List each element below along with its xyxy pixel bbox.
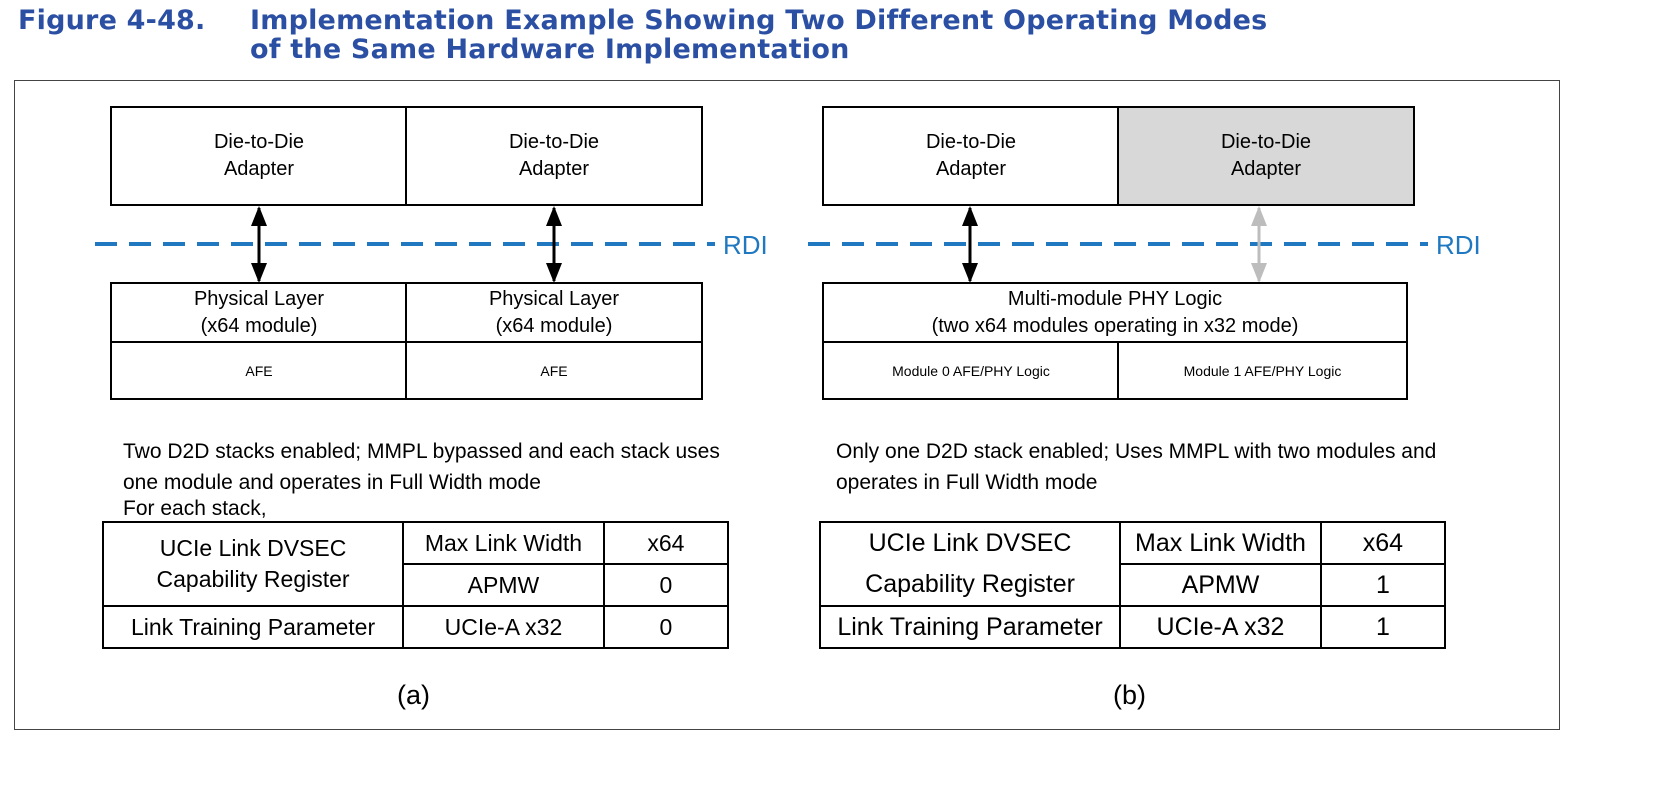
adapter-label-1: Die-to-Die bbox=[213, 131, 305, 153]
table-cell-ltp-value: 0 bbox=[602, 605, 730, 649]
reg-line-2: Capability Register bbox=[156, 566, 350, 592]
desc-line: one module and operates in Full Width mo… bbox=[123, 471, 541, 494]
reg-line-1: UCIe Link DVSEC bbox=[159, 535, 347, 561]
table-cell-register: UCIe Link DVSEC Capability Register bbox=[101, 521, 405, 607]
phy-label-1: Physical Layer bbox=[193, 287, 325, 310]
adapter-label-2: Adapter bbox=[518, 158, 590, 180]
afe-label: AFE bbox=[245, 362, 273, 379]
afe-a-left: AFE bbox=[110, 341, 408, 400]
figure-title-line1: Implementation Example Showing Two Diffe… bbox=[250, 5, 1268, 36]
adapter-label-2: Adapter bbox=[223, 158, 295, 180]
mmpl-label-2: (two x64 modules operating in x32 mode) bbox=[931, 314, 1299, 337]
table-cell-register: UCIe Link DVSEC Capability Register bbox=[818, 521, 1122, 607]
table-cell-max-link-width-value: x64 bbox=[602, 521, 730, 565]
phy-label-2: (x64 module) bbox=[200, 314, 318, 337]
phy-label-2: (x64 module) bbox=[495, 314, 613, 337]
phy-layer-a-left: Physical Layer (x64 module) bbox=[110, 282, 408, 343]
adapter-label-2: Adapter bbox=[1230, 158, 1302, 180]
adapter-label-1: Die-to-Die bbox=[508, 131, 600, 153]
figure-title: Figure 4-48. Implementation Example Showi… bbox=[18, 6, 1267, 64]
module1-label: Module 1 AFE/PHY Logic bbox=[1183, 362, 1342, 379]
desc-line: Only one D2D stack enabled; Uses MMPL wi… bbox=[836, 440, 1437, 463]
adapter-label-1: Die-to-Die bbox=[1220, 131, 1312, 153]
mmpl-label-1: Multi-module PHY Logic bbox=[1007, 287, 1223, 310]
afe-a-right: AFE bbox=[405, 341, 703, 400]
table-cell-apmw-value: 0 bbox=[602, 563, 730, 607]
desc-line: Two D2D stacks enabled; MMPL bypassed an… bbox=[123, 440, 720, 463]
caption-a: (a) bbox=[397, 680, 430, 710]
adapter-label-1: Die-to-Die bbox=[925, 131, 1017, 153]
table-cell-max-link-width: Max Link Width bbox=[402, 521, 605, 565]
afe-label: AFE bbox=[540, 362, 568, 379]
phy-layer-a-right: Physical Layer (x64 module) bbox=[405, 282, 703, 343]
caption-b: (b) bbox=[1113, 680, 1146, 710]
register-table-b: UCIe Link DVSEC Capability Register Max L… bbox=[818, 521, 1447, 649]
panel-b-description: Only one D2D stack enabled; Uses MMPL wi… bbox=[836, 436, 1436, 498]
rdi-label-a: RDI bbox=[723, 230, 768, 260]
figure-title-line2: of the Same Hardware Implementation bbox=[250, 34, 850, 65]
reg-line-1: UCIe Link DVSEC bbox=[868, 529, 1072, 557]
module1-afe-phy: Module 1 AFE/PHY Logic bbox=[1117, 341, 1408, 400]
rdi-arrow-a-right bbox=[546, 206, 562, 283]
desc-line: For each stack, bbox=[123, 497, 267, 520]
rdi-arrow-a-left bbox=[251, 206, 267, 283]
table-cell-ltp-value: 1 bbox=[1319, 605, 1447, 649]
table-cell-apmw: APMW bbox=[402, 563, 605, 607]
rdi-arrow-b-active bbox=[962, 206, 978, 283]
figure-number: Figure 4-48. bbox=[18, 5, 206, 36]
table-cell-max-link-width-value: x64 bbox=[1319, 521, 1447, 565]
table-cell-max-link-width: Max Link Width bbox=[1119, 521, 1322, 565]
reg-line-2: Capability Register bbox=[865, 570, 1075, 598]
module0-afe-phy: Module 0 AFE/PHY Logic bbox=[822, 341, 1120, 400]
table-cell-apmw: APMW bbox=[1119, 563, 1322, 607]
table-cell-apmw-value: 1 bbox=[1319, 563, 1447, 607]
rdi-label-b: RDI bbox=[1436, 230, 1481, 260]
adapter-label-2: Adapter bbox=[935, 158, 1007, 180]
table-cell-ltp: Link Training Parameter bbox=[818, 605, 1122, 649]
table-cell-ltp-param: UCIe-A x32 bbox=[1119, 605, 1322, 649]
desc-line: operates in Full Width mode bbox=[836, 471, 1098, 494]
register-table-a: UCIe Link DVSEC Capability Register Max L… bbox=[101, 521, 730, 649]
multi-module-phy-logic: Multi-module PHY Logic (two x64 modules o… bbox=[822, 282, 1408, 343]
table-cell-ltp-param: UCIe-A x32 bbox=[402, 605, 605, 649]
panel-a-description: Two D2D stacks enabled; MMPL bypassed an… bbox=[123, 436, 720, 522]
diagram-frame bbox=[14, 80, 1560, 730]
module0-label: Module 0 AFE/PHY Logic bbox=[892, 362, 1050, 379]
table-cell-ltp: Link Training Parameter bbox=[101, 605, 405, 649]
rdi-arrow-b-inactive bbox=[1251, 206, 1267, 283]
phy-label-1: Physical Layer bbox=[488, 287, 620, 310]
